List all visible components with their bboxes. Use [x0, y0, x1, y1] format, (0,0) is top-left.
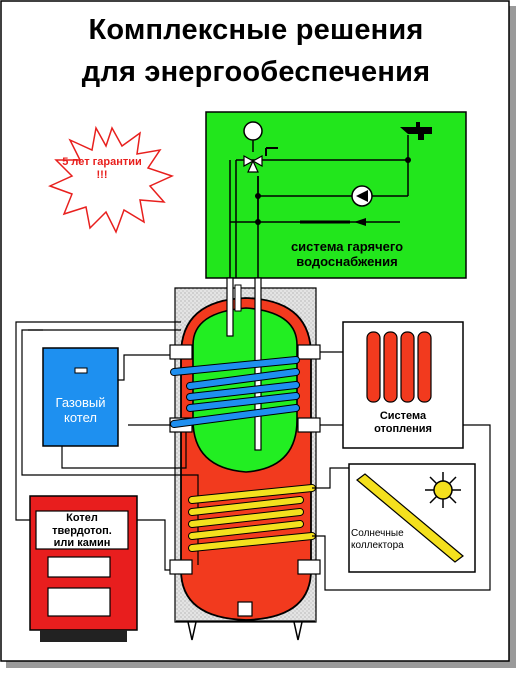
gas-boiler-label-line-2: котел — [64, 409, 97, 425]
gas-boiler-label: Газовый котел — [43, 395, 118, 426]
sun-icon — [425, 472, 461, 508]
solar-return-pipe — [312, 476, 491, 591]
flow-arrow — [354, 218, 366, 226]
solid-boiler-pipe-b — [15, 321, 181, 521]
pump-arrow-icon — [356, 190, 368, 202]
expansion-vessel-icon — [243, 121, 263, 141]
junction-dot-2 — [255, 193, 261, 199]
hot-water-label-line-2: водоснабжения — [296, 253, 398, 269]
tank-top-fitting — [234, 284, 242, 312]
warranty-badge: 5 лет гарантии !!! — [52, 156, 152, 181]
heating-system-label-line-2: отопления — [374, 422, 432, 435]
mixing-valve-icon-2 — [251, 154, 263, 168]
flange-right-3 — [297, 559, 321, 575]
drain-fitting — [237, 601, 253, 617]
solar-supply-pipe — [312, 467, 349, 489]
solar-collector-label-line-1: Солнечные — [351, 528, 404, 539]
gas-boiler-display — [74, 367, 88, 374]
heating-pipe-ext — [463, 424, 491, 476]
diagram-title-line-1: Комплексные решения — [88, 14, 424, 46]
heating-system-label: Система отопления — [343, 410, 463, 435]
warranty-badge-line-2: !!! — [96, 168, 108, 181]
heating-coil — [170, 356, 300, 428]
solid-fuel-boiler-label-line-2: твердотоп. — [52, 524, 112, 537]
solid-fuel-boiler-label: Котел твердотоп. или камин — [36, 512, 128, 550]
tank-feet — [187, 621, 303, 641]
gas-boiler-return — [61, 425, 187, 469]
solid-fuel-boiler-label-line-3: или камин — [53, 537, 111, 550]
flange-left-3 — [169, 559, 193, 575]
gas-boiler-label-line-1: Газовый — [55, 395, 106, 410]
warranty-starburst — [48, 125, 175, 234]
solid-fuel-boiler-label-line-1: Котел — [66, 512, 98, 524]
boiler-base — [40, 630, 127, 642]
faucet-icon — [400, 122, 432, 140]
gas-boiler — [42, 347, 119, 447]
solar-collector-label-line-2: коллектора — [351, 539, 404, 551]
junction-dot-1 — [255, 219, 261, 225]
solar-collector-label: Солнечные коллектора — [351, 528, 423, 551]
flange-right-2 — [297, 417, 321, 433]
hot-water-label-line-1: система гарячего — [290, 239, 404, 254]
hot-water-label: система гарячего водоснабжения — [282, 239, 412, 270]
junction-dot-3 — [405, 157, 411, 163]
diagram-title-line-2: для энергообеспечения — [81, 56, 431, 88]
flange-right-1 — [297, 344, 321, 360]
cold-inlet-pipe — [226, 277, 234, 337]
warranty-badge-line-1: 5 лет гарантии — [62, 156, 142, 168]
firebox-door — [47, 556, 111, 578]
radiator-icon — [366, 331, 432, 403]
flange-left-1 — [169, 344, 193, 360]
mixing-valve-icon-3 — [247, 159, 259, 173]
solar-panel-icon — [356, 473, 464, 563]
solar-coil — [188, 484, 316, 552]
gas-boiler-supply — [118, 354, 181, 381]
mixing-valve-icon — [243, 154, 255, 168]
heating-system-label-line-1: Система — [379, 410, 427, 422]
solid-boiler-label-plate — [35, 510, 129, 550]
ash-door — [47, 587, 111, 617]
